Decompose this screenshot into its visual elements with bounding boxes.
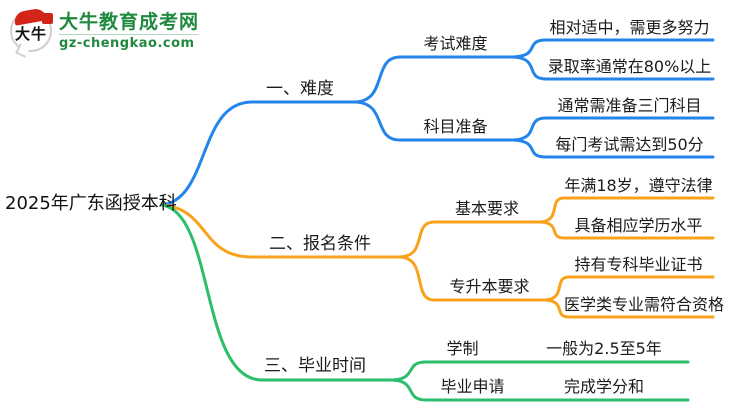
logo-text-block: 大牛教育成考网 gz-chengkao.com xyxy=(59,10,200,52)
leaf-medical-qualification: 医学类专业需符合资格 xyxy=(564,295,725,314)
edge-exam-leaf2 xyxy=(511,55,715,81)
subnode-basic-requirements: 基本要求 xyxy=(454,199,519,218)
edge-upgrade-leaf1 xyxy=(543,275,715,302)
edge-graduation-apply xyxy=(390,378,690,402)
root-node: 2025年广东函授本科 xyxy=(5,193,177,214)
leaf-three-subjects: 通常需准备三门科目 xyxy=(557,96,702,115)
edge-exam-leaf1 xyxy=(511,38,715,59)
logo-site-name: 大牛教育成考网 xyxy=(59,10,200,33)
edge-basic-leaf2 xyxy=(538,220,715,240)
logo-seal-icon xyxy=(42,13,53,24)
leaf-years-2-5-to-5: 一般为2.5至5年 xyxy=(546,339,662,358)
edge-subjects-leaf1 xyxy=(511,116,715,142)
logo-icon-text: 大牛 xyxy=(14,25,47,43)
site-logo: 大牛 大牛教育成考网 gz-chengkao.com xyxy=(10,7,200,58)
branch-difficulty: 一、难度 xyxy=(266,79,334,99)
leaf-admission-rate: 录取率通常在80%以上 xyxy=(547,57,712,76)
logo-site-domain: gz-chengkao.com xyxy=(59,33,200,52)
edge-root-graduation xyxy=(160,203,394,382)
subnode-graduation-apply: 毕业申请 xyxy=(440,377,505,396)
edge-basic-leaf1 xyxy=(538,196,715,224)
leaf-age-18-law: 年满18岁，遵守法律 xyxy=(564,176,713,195)
logo-bull-icon: 大牛 xyxy=(10,7,53,58)
edge-root-requirements xyxy=(160,203,402,259)
subnode-upgrade-requirements: 专升本要求 xyxy=(449,277,530,296)
edge-difficulty-exam xyxy=(353,55,515,104)
leaf-fifty-points: 每门考试需达到50分 xyxy=(555,135,704,154)
leaf-college-diploma: 持有专科毕业证书 xyxy=(574,255,703,274)
edge-difficulty-subjects xyxy=(353,100,515,142)
leaf-moderate-effort: 相对适中，需更多努力 xyxy=(549,18,710,37)
branch-graduation-time: 三、毕业时间 xyxy=(264,356,366,376)
edge-root-difficulty xyxy=(160,100,357,207)
branch-requirements: 二、报名条件 xyxy=(269,234,371,254)
edge-graduation-duration xyxy=(390,360,690,382)
leaf-education-level: 具备相应学历水平 xyxy=(574,216,703,235)
edge-requirements-basic xyxy=(398,220,542,259)
leaf-complete-credits: 完成学分和 xyxy=(563,377,644,396)
edge-upgrade-leaf2 xyxy=(543,298,715,319)
subnode-exam-difficulty: 考试难度 xyxy=(423,34,488,53)
subnode-schooling-length: 学制 xyxy=(446,339,479,358)
edge-subjects-leaf2 xyxy=(511,138,715,159)
edge-requirements-upgrade xyxy=(398,255,547,302)
subnode-subject-prep: 科目准备 xyxy=(423,117,488,136)
